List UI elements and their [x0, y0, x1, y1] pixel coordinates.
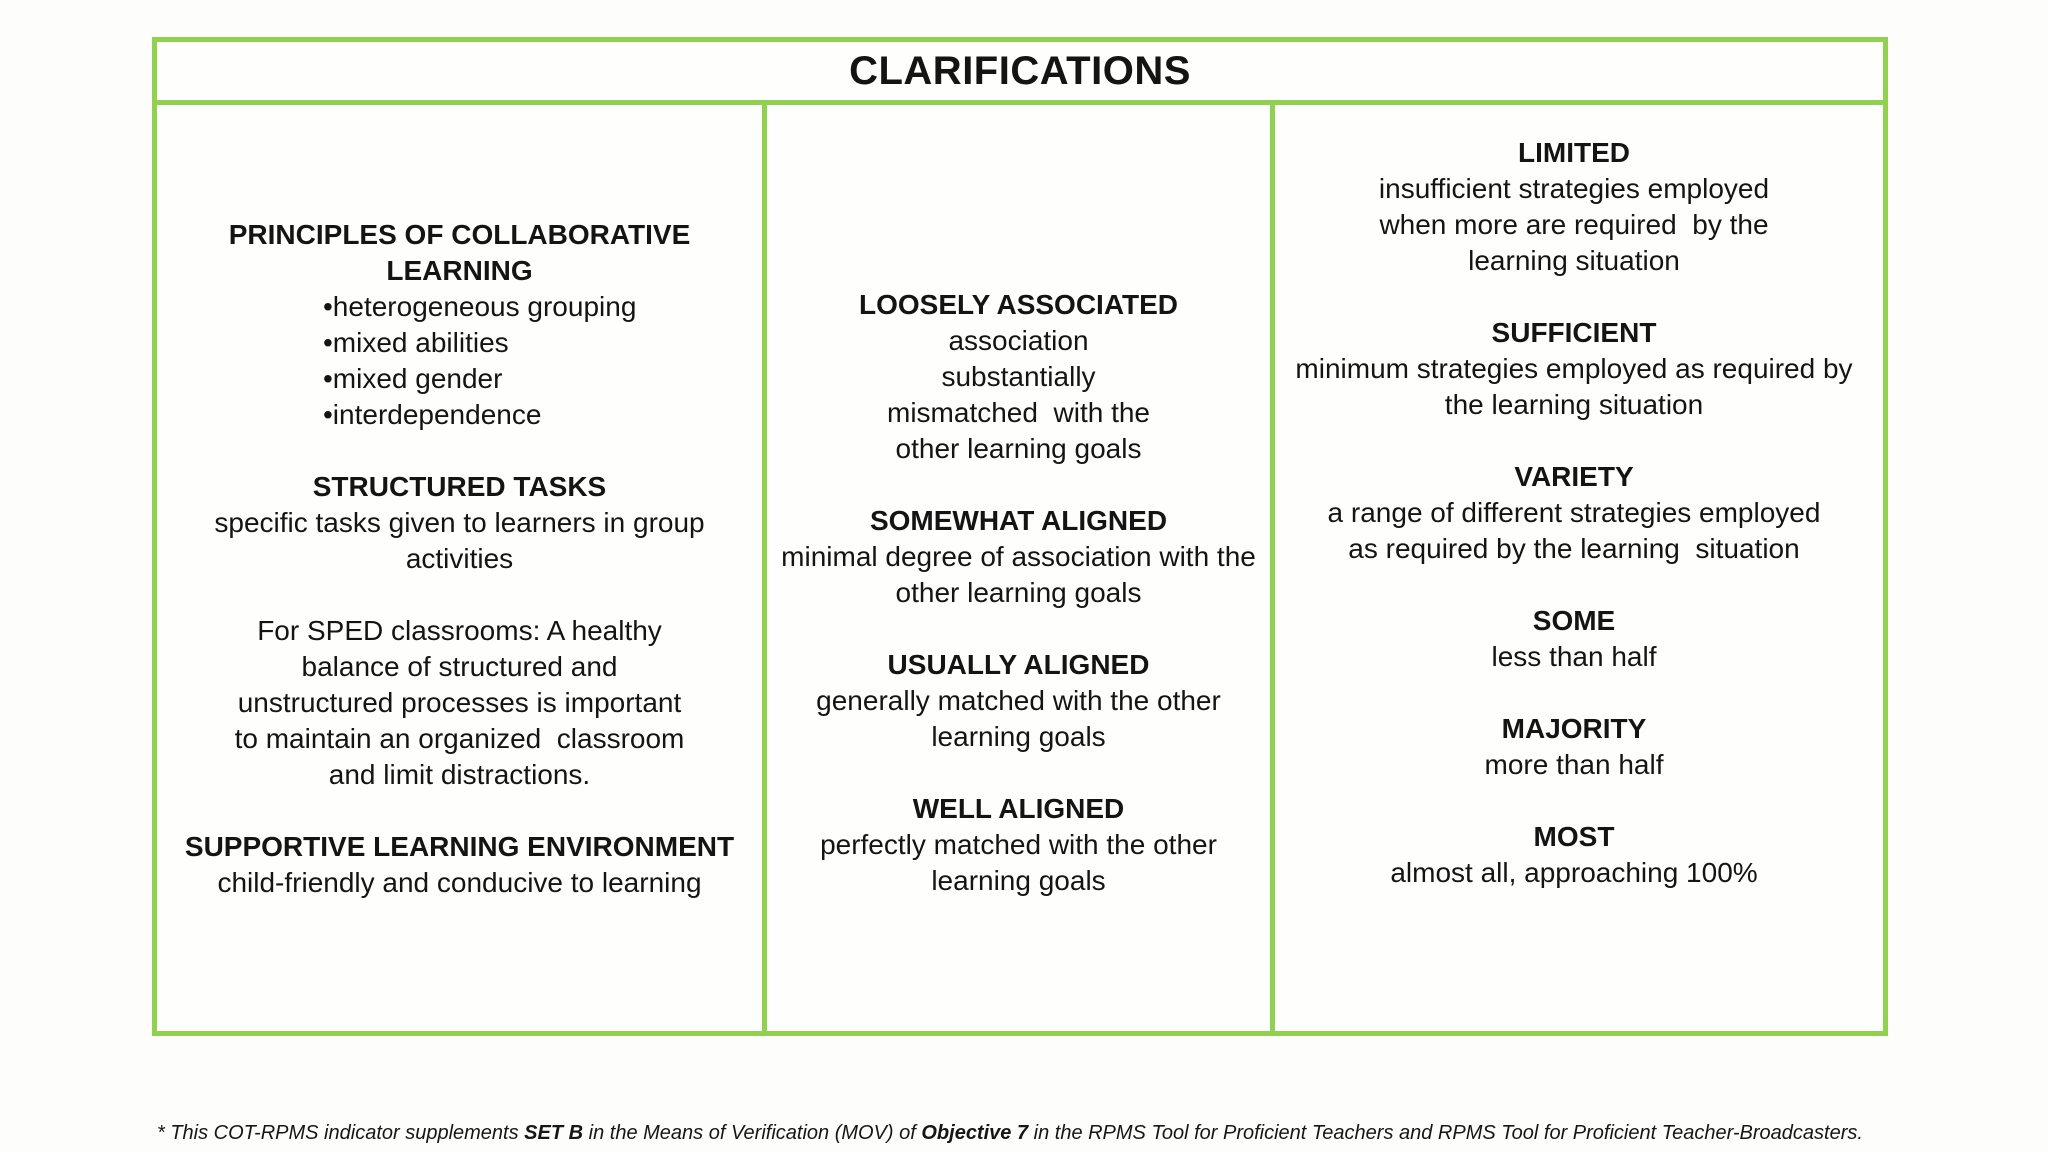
section-line: balance of structured and [301, 651, 618, 682]
clarification-section: SUFFICIENT minimum strategies employed as… [1275, 315, 1873, 423]
bullet-list: •heterogeneous grouping •mixed abilities •… [157, 289, 762, 433]
section-line: mismatched with the [887, 397, 1150, 428]
section-heading: SOME [1532, 605, 1616, 636]
section-line: learning goals [931, 865, 1106, 896]
section-heading: LOOSELY ASSOCIATED [859, 289, 1178, 320]
clarification-section: For SPED classrooms: A healthy balance of… [157, 613, 762, 793]
column-strategy-quantity-terms: LIMITED insufficient strategies employed w… [1275, 105, 1873, 1031]
section-line: insufficient strategies employed [1378, 173, 1770, 204]
section-heading: SUPPORTIVE LEARNING ENVIRONMENT [184, 831, 735, 862]
section-line: substantially [941, 361, 1096, 392]
section-line: child-friendly and conducive to learning [217, 867, 702, 898]
bullet-item: •heterogeneous grouping [323, 291, 637, 322]
section-line: and limit distractions. [328, 759, 591, 790]
section-line: almost all, approaching 100% [1390, 857, 1758, 888]
section-line: more than half [1484, 749, 1664, 780]
footnote-segment: in the RPMS Tool for Proficient Teachers… [1028, 1122, 1863, 1144]
section-line: unstructured processes is important [237, 687, 682, 718]
section-heading: PRINCIPLES OF COLLABORATIVE [228, 219, 691, 250]
section-heading: MAJORITY [1501, 713, 1647, 744]
section-line: generally matched with the other [816, 685, 1221, 716]
section-line: the learning situation [1444, 389, 1704, 420]
section-line: minimal degree of association with the [781, 541, 1256, 572]
clarification-section: WELL ALIGNED perfectly matched with the o… [767, 791, 1270, 899]
footnote: * This COT-RPMS indicator supplements SE… [157, 1120, 1863, 1146]
section-line: learning goals [931, 721, 1106, 752]
table-title-row: CLARIFICATIONS [157, 42, 1883, 105]
clarification-section: STRUCTURED TASKS specific tasks given to … [157, 469, 762, 577]
column-alignment-terms: LOOSELY ASSOCIATED association substantial… [767, 105, 1275, 1031]
footnote-segment: in the Means of Verification (MOV) of [583, 1122, 922, 1144]
section-line: activities [405, 543, 514, 574]
section-heading: LIMITED [1518, 137, 1630, 168]
section-heading: SOMEWHAT ALIGNED [869, 505, 1168, 536]
clarification-section: SOME less than half [1275, 603, 1873, 675]
section-line: less than half [1491, 641, 1657, 672]
section-line: For SPED classrooms: A healthy [257, 615, 662, 646]
section-line: specific tasks given to learners in grou… [214, 507, 705, 538]
section-heading: SUFFICIENT [1491, 317, 1657, 348]
section-heading: USUALLY ALIGNED [887, 649, 1150, 680]
section-line: learning situation [1468, 245, 1680, 276]
section-heading: STRUCTURED TASKS [312, 471, 607, 502]
clarification-section: SUPPORTIVE LEARNING ENVIRONMENT child-fri… [157, 829, 762, 901]
clarification-section: MOST almost all, approaching 100% [1275, 819, 1873, 891]
section-line: association [948, 325, 1089, 356]
section-heading: MOST [1533, 821, 1615, 852]
section-line: to maintain an organized classroom [234, 723, 685, 754]
section-line: when more are required by the [1379, 209, 1769, 240]
section-heading: VARIETY [1514, 461, 1634, 492]
clarifications-table: CLARIFICATIONS PRINCIPLES OF COLLABORATI… [152, 37, 1888, 1036]
section-line: perfectly matched with the other [820, 829, 1217, 860]
clarification-section: LIMITED insufficient strategies employed w… [1275, 135, 1873, 279]
clarification-section: LOOSELY ASSOCIATED association substantial… [767, 287, 1270, 467]
footnote-segment: * This COT-RPMS indicator supplements [157, 1122, 525, 1144]
footnote-segment: SET B [524, 1122, 584, 1144]
clarification-section: USUALLY ALIGNED generally matched with th… [767, 647, 1270, 755]
table-title: CLARIFICATIONS [849, 48, 1191, 93]
section-line: other learning goals [895, 577, 1142, 608]
clarification-section: SOMEWHAT ALIGNED minimal degree of associ… [767, 503, 1270, 611]
section-line: minimum strategies employed as required … [1295, 353, 1853, 384]
section-line: other learning goals [895, 433, 1142, 464]
clarification-section: MAJORITY more than half [1275, 711, 1873, 783]
bullet-item: •interdependence [323, 399, 542, 430]
section-line: as required by the learning situation [1348, 533, 1800, 564]
section-heading: WELL ALIGNED [912, 793, 1125, 824]
clarification-section: VARIETY a range of different strategies e… [1275, 459, 1873, 567]
footnote-segment: Objective 7 [921, 1122, 1029, 1144]
section-line: a range of different strategies employed [1327, 497, 1821, 528]
bullet-item: •mixed abilities [323, 327, 509, 358]
section-heading: LEARNING [386, 255, 533, 286]
bullet-item: •mixed gender [323, 363, 503, 394]
